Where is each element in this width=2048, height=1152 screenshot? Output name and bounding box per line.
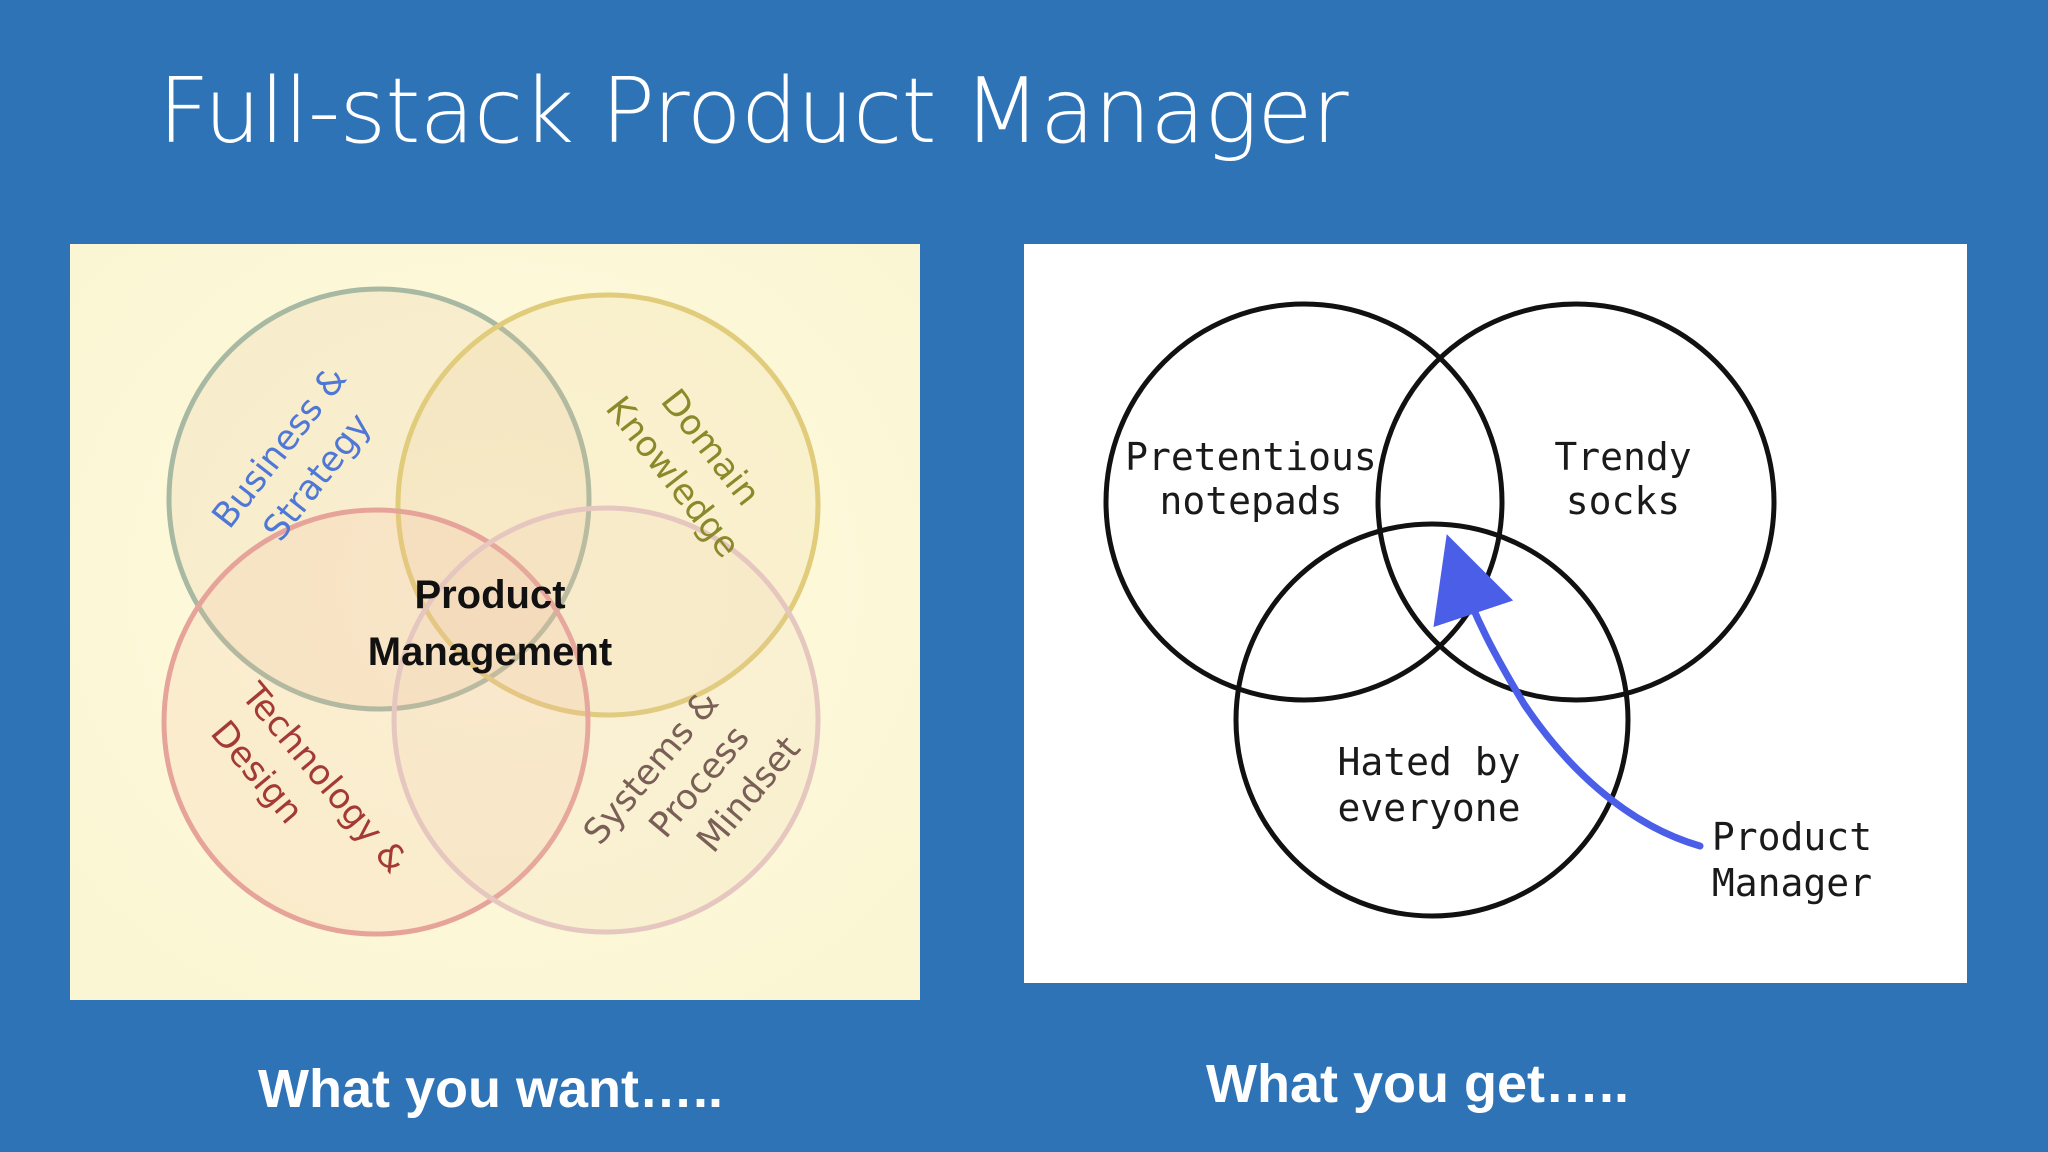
slide-title: Full-stack Product Manager — [158, 59, 1349, 164]
venn-ideal-diagram: Business & Strategy Domain Knowledge Tec… — [70, 244, 920, 1000]
circle-business-strategy — [166, 286, 592, 712]
pretentious-line2: notepads — [1159, 479, 1342, 523]
circle-domain-knowledge — [395, 292, 821, 718]
caption-what-you-get: What you get….. — [1206, 1054, 1629, 1114]
pointer-line2: Manager — [1712, 861, 1872, 905]
product-manager-arrow — [1433, 534, 1704, 850]
trendy-line1: Trendy — [1554, 435, 1691, 479]
venn-ideal-panel: Business & Strategy Domain Knowledge Tec… — [70, 244, 920, 1000]
center-label-line2: Management — [368, 630, 613, 674]
center-label-line1: Product — [414, 573, 565, 617]
venn-reality-panel: Pretentious notepads Trendy socks Hated … — [1024, 244, 1967, 983]
venn-reality-diagram: Pretentious notepads Trendy socks Hated … — [1024, 244, 1967, 983]
circle-trendy-socks — [1375, 301, 1777, 703]
caption-what-you-want: What you want….. — [258, 1059, 723, 1119]
pointer-line1: Product — [1712, 815, 1872, 859]
hated-line2: everyone — [1337, 786, 1520, 830]
circle-hated-by-everyone — [1233, 521, 1631, 919]
hated-line1: Hated by — [1337, 740, 1520, 784]
pretentious-line1: Pretentious — [1125, 435, 1377, 479]
circle-pretentious-notepads — [1103, 301, 1505, 703]
circle-technology-design — [161, 507, 591, 937]
circle-systems-process — [391, 505, 821, 935]
trendy-line2: socks — [1566, 479, 1680, 523]
